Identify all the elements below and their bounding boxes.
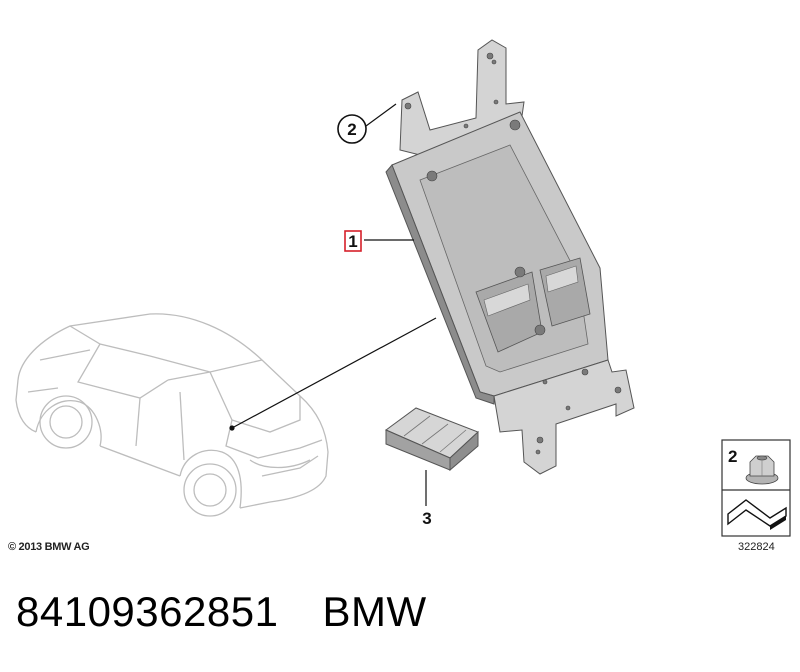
callout-1[interactable]: 1	[344, 230, 362, 252]
callout-3[interactable]: 3	[422, 509, 431, 528]
footer-caption: 84109362851 BMW	[16, 588, 427, 636]
legend-box: 2	[721, 439, 791, 537]
callout-2-label: 2	[347, 120, 356, 139]
part-number: 84109362851	[16, 588, 279, 635]
brand-name: BMW	[322, 588, 427, 635]
car-location-dot	[229, 425, 235, 431]
bracket-symbol-icon	[727, 499, 787, 530]
drawing-number: 322824	[738, 541, 775, 553]
callout-2[interactable]: 2	[337, 114, 367, 144]
nut-icon	[745, 455, 779, 485]
control-unit-bracket	[385, 39, 635, 475]
copyright-notice: © 2013 BMW AG	[8, 541, 90, 553]
legend-item-number: 2	[728, 447, 737, 466]
car-outline	[15, 313, 329, 517]
callout-1-label: 1	[348, 232, 357, 251]
connector-module	[385, 407, 479, 472]
callout-3-label: 3	[422, 509, 431, 528]
leader-lines	[231, 103, 437, 506]
